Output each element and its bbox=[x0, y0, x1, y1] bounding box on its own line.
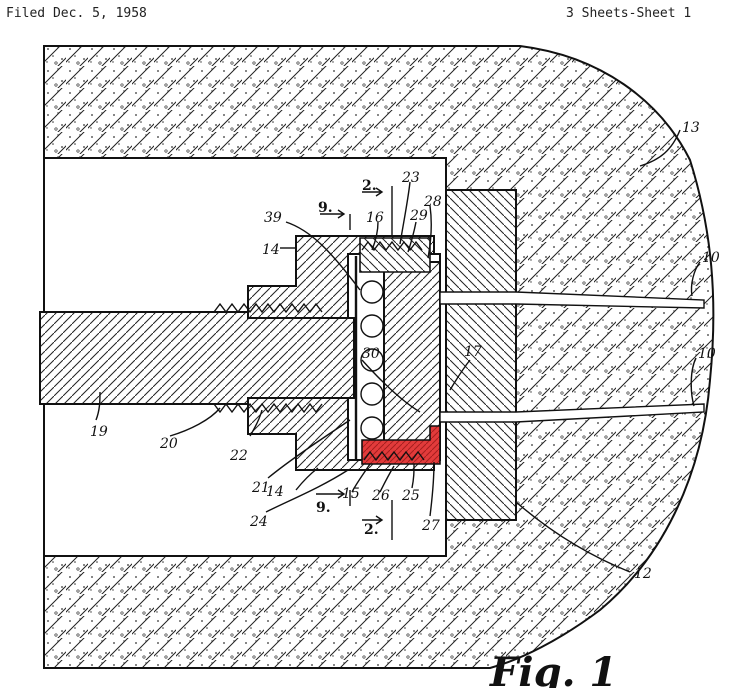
section-2-top: 2. bbox=[362, 178, 377, 194]
ref-29: 29 bbox=[409, 208, 428, 224]
tendon-lower bbox=[439, 403, 705, 423]
ref-39: 39 bbox=[264, 210, 282, 226]
ref-10-lower: 10 bbox=[698, 346, 716, 362]
bearing-plate bbox=[383, 261, 441, 453]
sheet-number: 3 Sheets-Sheet 1 bbox=[566, 6, 692, 21]
section-9-top: 9. bbox=[318, 200, 333, 216]
ref-10-upper: 10 bbox=[702, 250, 720, 266]
ref-14-lower: 14 bbox=[266, 484, 284, 500]
ref-20: 20 bbox=[159, 436, 178, 452]
ref-25: 25 bbox=[401, 488, 420, 504]
tendon-upper bbox=[439, 291, 705, 309]
ref-27: 27 bbox=[421, 518, 440, 534]
ref-19: 19 bbox=[90, 424, 108, 440]
leader-lines bbox=[95, 129, 701, 573]
ref-15: 15 bbox=[342, 486, 360, 502]
section-lines bbox=[316, 186, 393, 540]
ref-13: 13 bbox=[682, 120, 700, 136]
ref-16: 16 bbox=[366, 210, 384, 226]
anchor-block bbox=[445, 189, 517, 521]
filed-date: Filed Dec. 5, 1958 bbox=[6, 6, 147, 21]
section-9-bottom: 9. bbox=[316, 500, 331, 516]
ref-26: 26 bbox=[371, 488, 390, 504]
ref-30: 30 bbox=[362, 346, 380, 362]
ref-12: 12 bbox=[634, 566, 652, 582]
ball-bearings bbox=[360, 280, 384, 440]
section-2-bottom: 2. bbox=[364, 522, 379, 538]
ref-23: 23 bbox=[401, 170, 420, 186]
figure-caption: Fig. 1 bbox=[489, 649, 617, 688]
ref-28: 28 bbox=[423, 194, 442, 210]
ref-21: 21 bbox=[251, 480, 270, 496]
ref-24: 24 bbox=[249, 514, 268, 530]
ref-22: 22 bbox=[229, 448, 248, 464]
ref-17: 17 bbox=[464, 344, 482, 360]
top-threaded-ring bbox=[359, 237, 431, 273]
ref-14-upper: 14 bbox=[262, 242, 280, 258]
threaded-rod bbox=[39, 311, 355, 405]
